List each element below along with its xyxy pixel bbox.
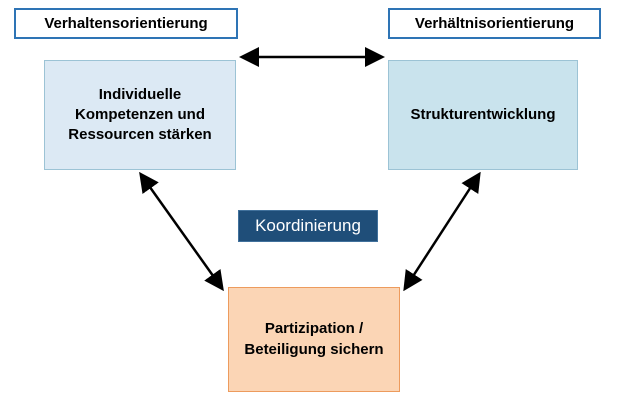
arrow-right-diagonal — [403, 171, 481, 292]
box-individuelle-kompetenzen: Individuelle Kompetenzen und Ressourcen … — [44, 60, 236, 170]
box-individuelle-kompetenzen-text: Individuelle Kompetenzen und Ressourcen … — [68, 85, 212, 144]
arrow-left-diagonal — [139, 171, 224, 292]
box-strukturentwicklung-text: Strukturentwicklung — [410, 105, 556, 123]
label-verhaeltnisorientierung: Verhältnisorientierung — [388, 8, 601, 39]
box-koordinierung-text: Koordinierung — [255, 216, 361, 235]
box-strukturentwicklung: Strukturentwicklung — [388, 60, 578, 170]
box-koordinierung: Koordinierung — [238, 210, 378, 242]
label-verhaeltnisorientierung-text: Verhältnisorientierung — [414, 15, 575, 32]
box-partizipation: Partizipation / Beteiligung sichern — [228, 287, 400, 392]
box-partizipation-text: Partizipation / Beteiligung sichern — [244, 320, 384, 358]
label-verhaltensorientierung-text: Verhaltensorientierung — [44, 15, 208, 32]
label-verhaltensorientierung: Verhaltensorientierung — [14, 8, 238, 39]
